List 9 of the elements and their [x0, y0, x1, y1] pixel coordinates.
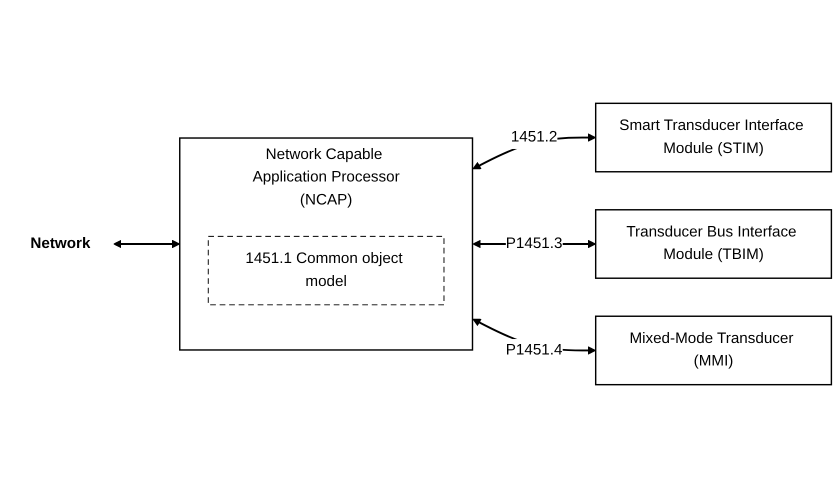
- node-box: Transducer Bus Interface Module (TBIM): [594, 209, 832, 279]
- edge-label: P1451.3: [506, 235, 562, 252]
- arrow: [113, 240, 180, 248]
- edge-label: 1451.2: [510, 128, 558, 146]
- node-text: Network: [30, 235, 90, 252]
- node-box: Mixed-Mode Transducer (MMI): [594, 316, 832, 386]
- node-box: Smart Transducer Interface Module (STIM): [594, 102, 832, 172]
- edge-label: P1451.4: [506, 342, 562, 358]
- node-box: 1451.1 Common object model: [208, 236, 444, 306]
